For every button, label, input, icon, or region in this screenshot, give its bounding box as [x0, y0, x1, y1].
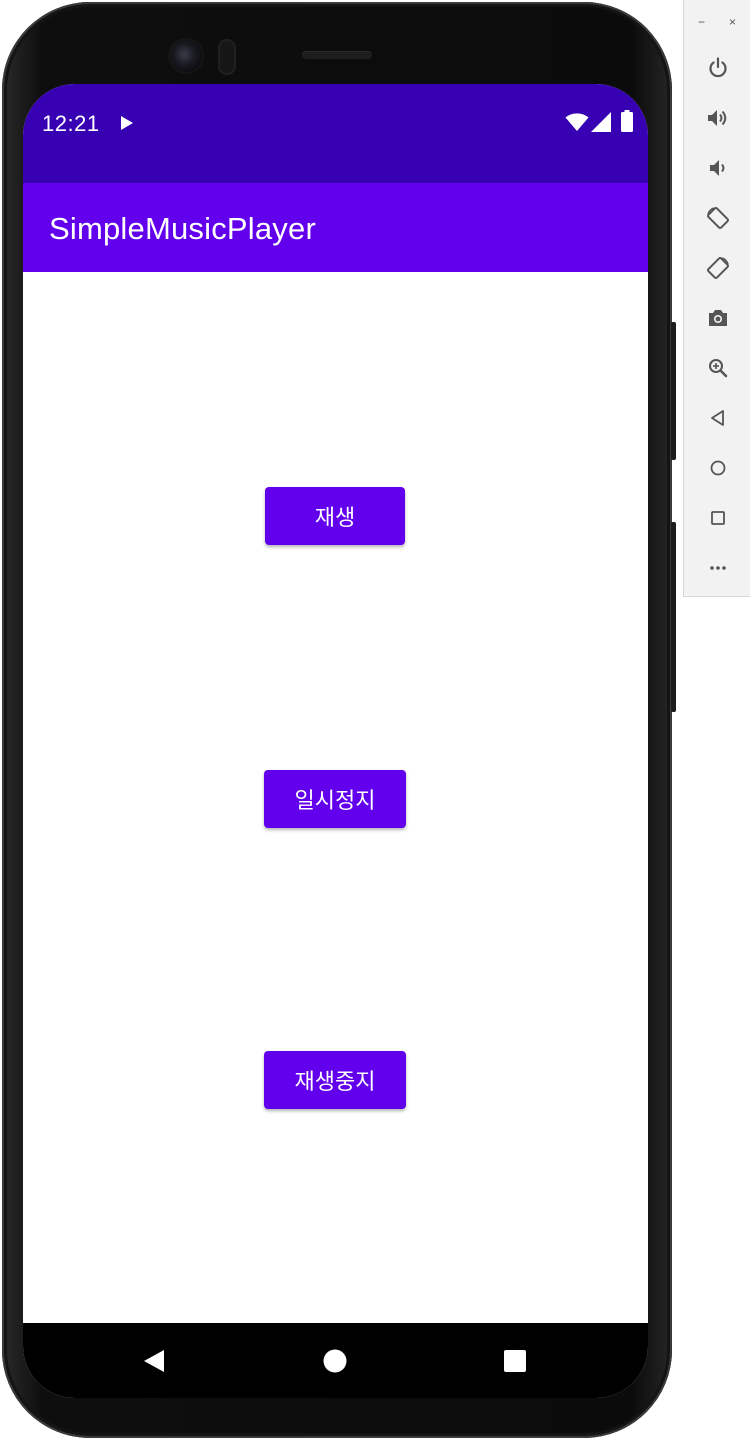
volume-button-hardware — [671, 522, 676, 712]
earpiece-speaker — [302, 51, 372, 59]
zoom-icon[interactable] — [705, 355, 731, 381]
minimize-window-button[interactable]: − — [698, 15, 706, 29]
volume-up-icon[interactable] — [705, 105, 731, 131]
camera-icon[interactable] — [705, 305, 731, 331]
home-icon[interactable] — [705, 455, 731, 481]
emulator-toolbar: − × — [683, 0, 750, 597]
media-play-icon — [121, 116, 133, 130]
wifi-icon — [565, 113, 589, 131]
pause-button[interactable]: 일시정지 — [264, 770, 406, 828]
navigation-bar — [23, 1323, 648, 1398]
power-icon[interactable] — [705, 55, 731, 81]
volume-down-icon[interactable] — [705, 155, 731, 181]
home-icon[interactable] — [323, 1349, 347, 1373]
overview-icon[interactable] — [705, 505, 731, 531]
rotate-left-icon[interactable] — [705, 205, 731, 231]
device-screen: 12:21 SimpleMusicPlayer 재생 일시정지 재생중지 — [23, 84, 648, 1398]
more-icon[interactable] — [705, 555, 731, 581]
main-content: 재생 일시정지 재생중지 — [23, 272, 648, 1323]
app-bar: SimpleMusicPlayer — [23, 183, 648, 272]
battery-icon — [621, 110, 633, 132]
recents-icon[interactable] — [504, 1350, 526, 1372]
proximity-sensor — [218, 39, 236, 75]
rotate-right-icon[interactable] — [705, 255, 731, 281]
front-camera — [170, 40, 202, 72]
cellular-signal-icon — [591, 112, 611, 132]
status-time: 12:21 — [42, 111, 100, 136]
app-title: SimpleMusicPlayer — [49, 211, 316, 246]
close-window-button[interactable]: × — [729, 15, 737, 29]
play-button[interactable]: 재생 — [265, 487, 405, 545]
stop-button[interactable]: 재생중지 — [264, 1051, 406, 1109]
status-bar: 12:21 — [23, 84, 648, 183]
back-icon[interactable] — [142, 1349, 166, 1373]
power-button-hardware — [671, 322, 676, 460]
back-icon[interactable] — [705, 405, 731, 431]
